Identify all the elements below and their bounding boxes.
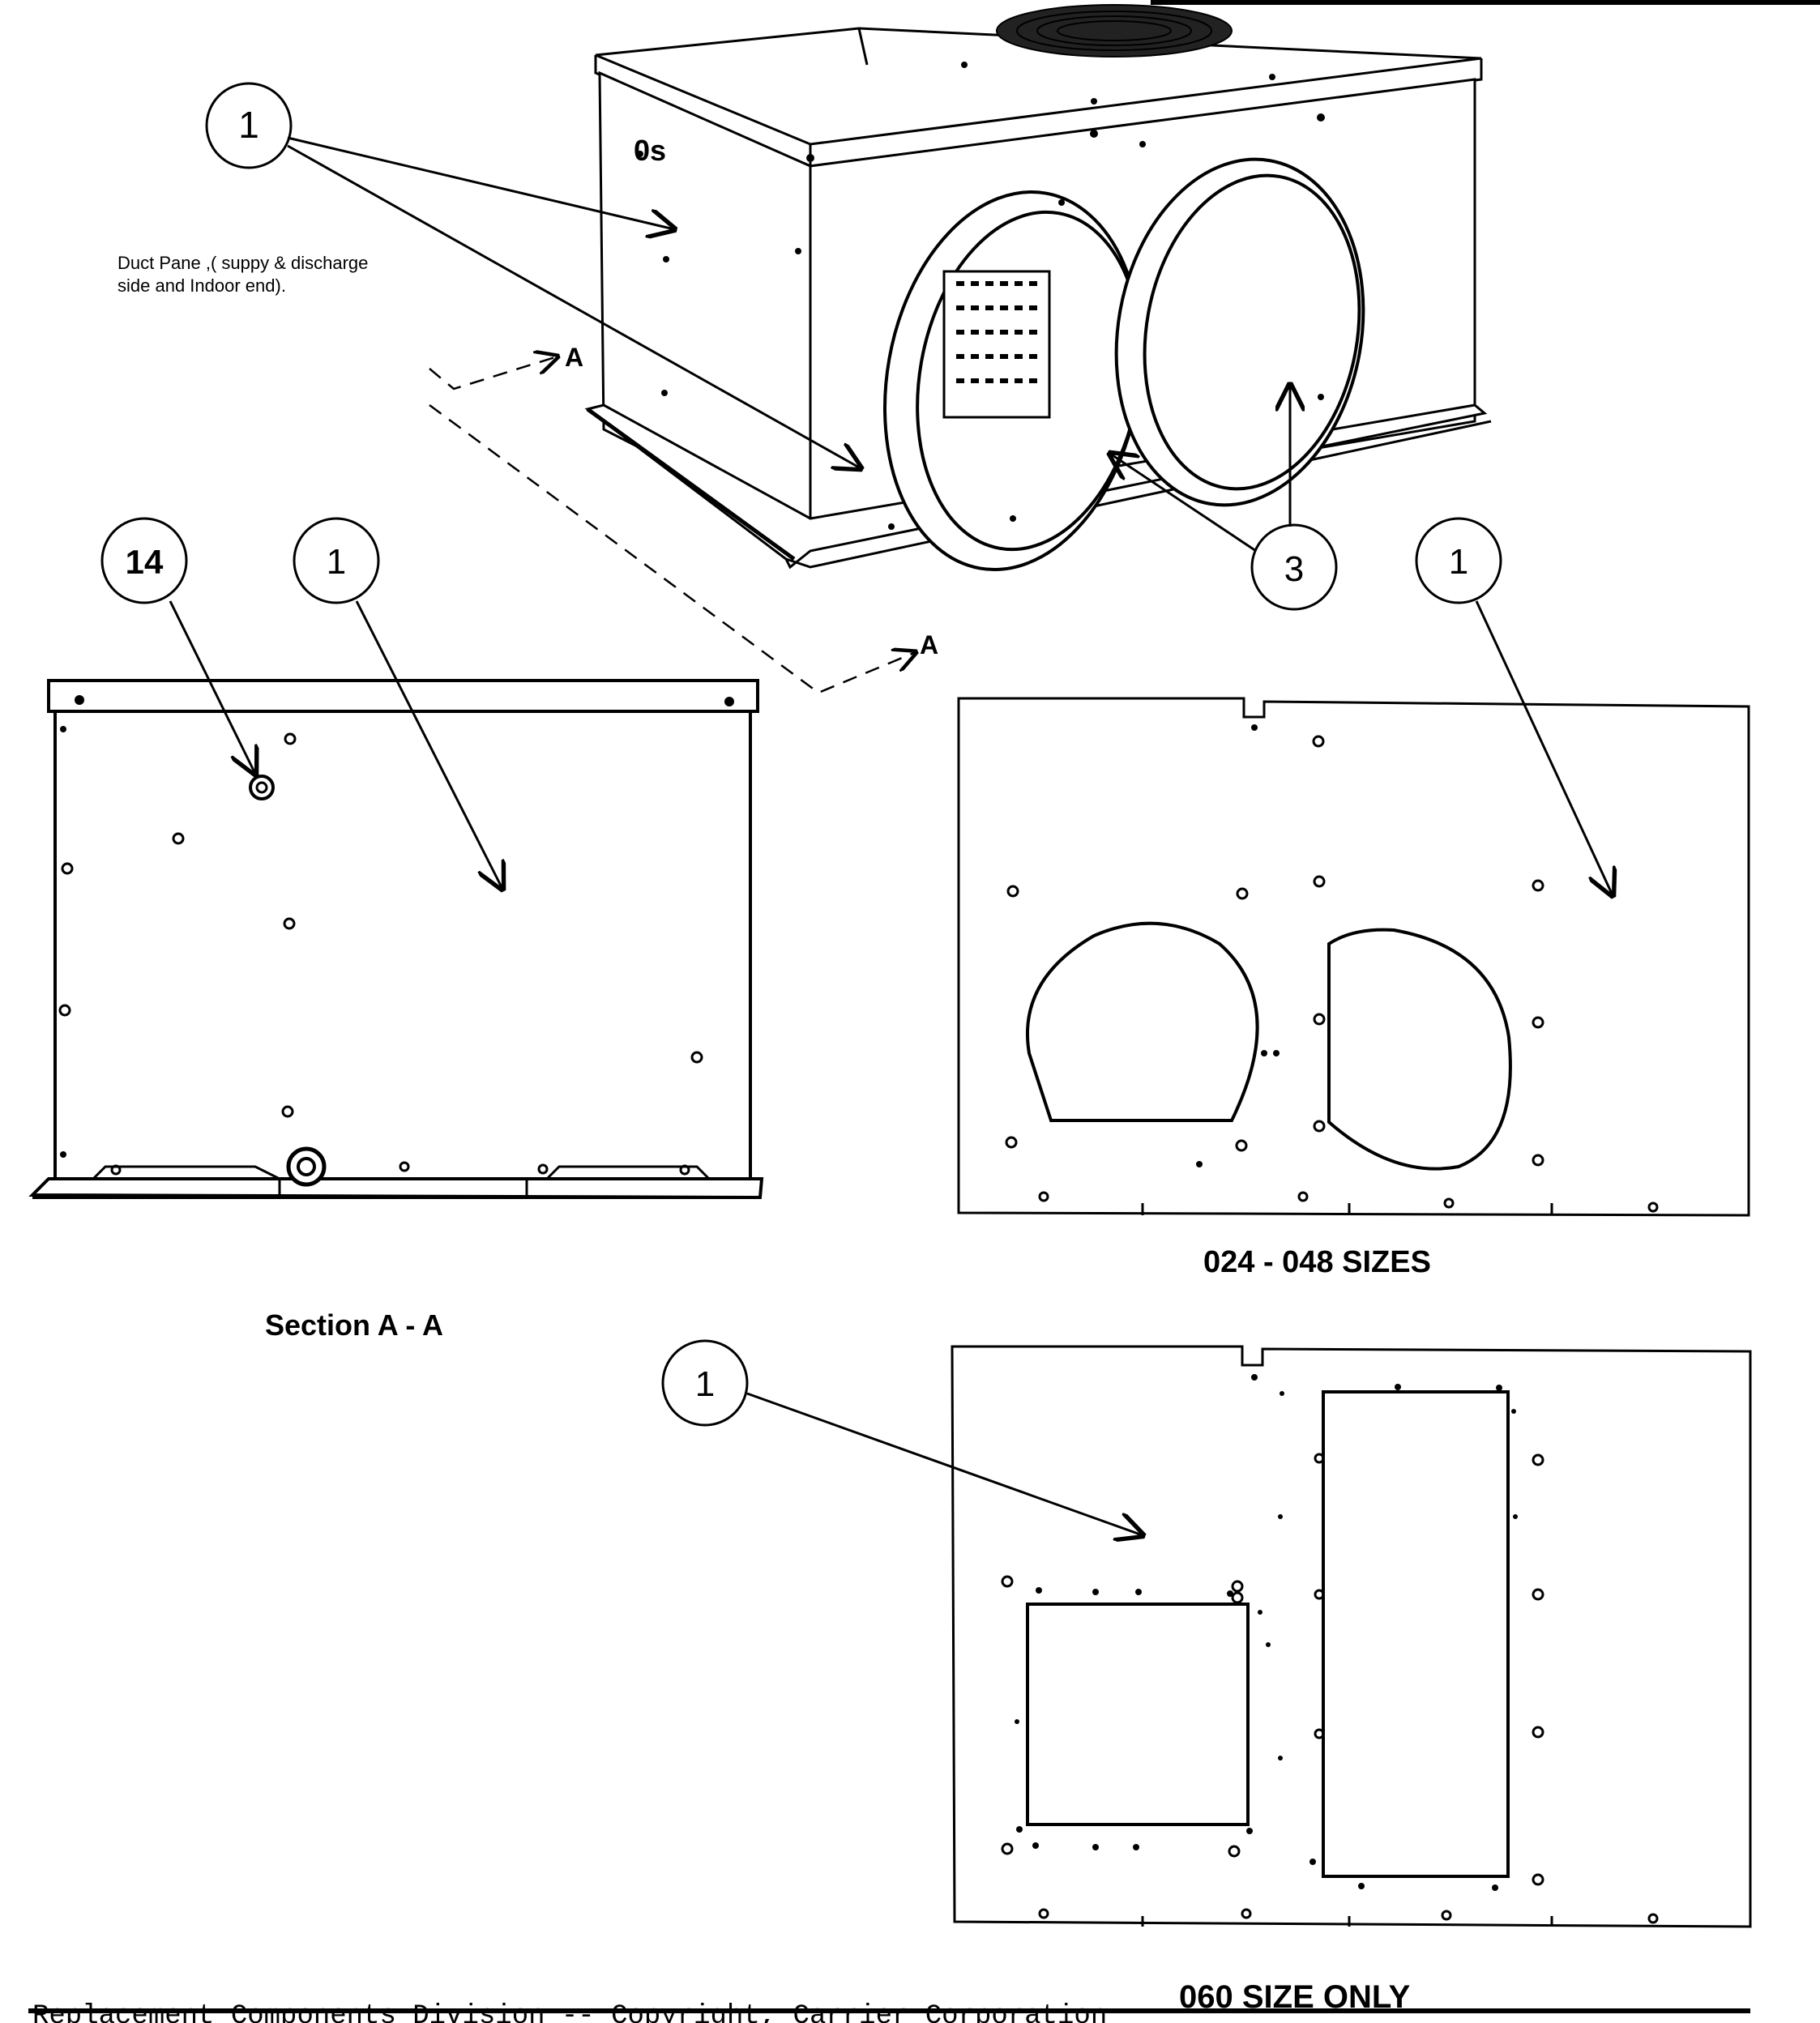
section-top-rail bbox=[47, 679, 759, 713]
callout-1-section: 1 bbox=[293, 517, 502, 889]
svg-text:1: 1 bbox=[1449, 542, 1468, 582]
unit-note-line1: Duct Pane ,( suppy & discharge bbox=[117, 253, 368, 273]
callout-1-panel-048: 1 bbox=[1415, 517, 1613, 895]
duct-collar-left bbox=[882, 190, 1143, 571]
section-arrow-a-upper: A bbox=[565, 343, 583, 372]
svg-text:1: 1 bbox=[327, 542, 346, 582]
svg-text:1: 1 bbox=[695, 1364, 715, 1404]
drain-fitting bbox=[286, 1146, 327, 1187]
section-a-a-label: Section A - A bbox=[265, 1308, 443, 1342]
unit-isometric-view bbox=[584, 4, 1492, 571]
unit-side-mark: 0s bbox=[634, 134, 666, 167]
svg-text:14: 14 bbox=[126, 543, 164, 581]
panel-060-opening-left bbox=[1026, 1603, 1250, 1826]
unit-bolts bbox=[637, 62, 1325, 530]
section-cut-line bbox=[429, 356, 916, 694]
panel-024-048-opening-right bbox=[1327, 928, 1512, 1171]
section-base-rail bbox=[28, 1177, 764, 1200]
footer-copyright: Replacement Components Division -- Copyr… bbox=[32, 2001, 1107, 2023]
unit-note-line2: side and Indoor end). bbox=[117, 275, 286, 296]
duct-collar-right bbox=[1114, 157, 1365, 507]
panel-024-048 bbox=[957, 697, 1750, 1217]
label-024-048-sizes: 024 - 048 SIZES bbox=[1203, 1245, 1431, 1279]
section-a-a-view bbox=[28, 679, 764, 1200]
panel-024-048-opening-left bbox=[1025, 921, 1259, 1122]
callout-14: 14 bbox=[100, 517, 255, 774]
section-arrow-a-lower: A bbox=[920, 630, 938, 659]
callout-3: 3 bbox=[1110, 385, 1338, 611]
section-holes bbox=[58, 732, 703, 1176]
panel-060-holes bbox=[1001, 1453, 1659, 1924]
callout-1-top: 1 bbox=[205, 82, 861, 468]
panel-024-048-holes bbox=[1005, 735, 1659, 1213]
svg-text:1: 1 bbox=[238, 104, 259, 146]
fitting-14 bbox=[249, 775, 275, 800]
panel-060-opening-right bbox=[1322, 1390, 1510, 1878]
fan-grille bbox=[996, 4, 1233, 58]
svg-text:3: 3 bbox=[1284, 549, 1304, 589]
callout-1-panel-060: 1 bbox=[661, 1339, 1143, 1535]
section-panel bbox=[53, 710, 752, 1187]
panel-060 bbox=[951, 1345, 1752, 1928]
